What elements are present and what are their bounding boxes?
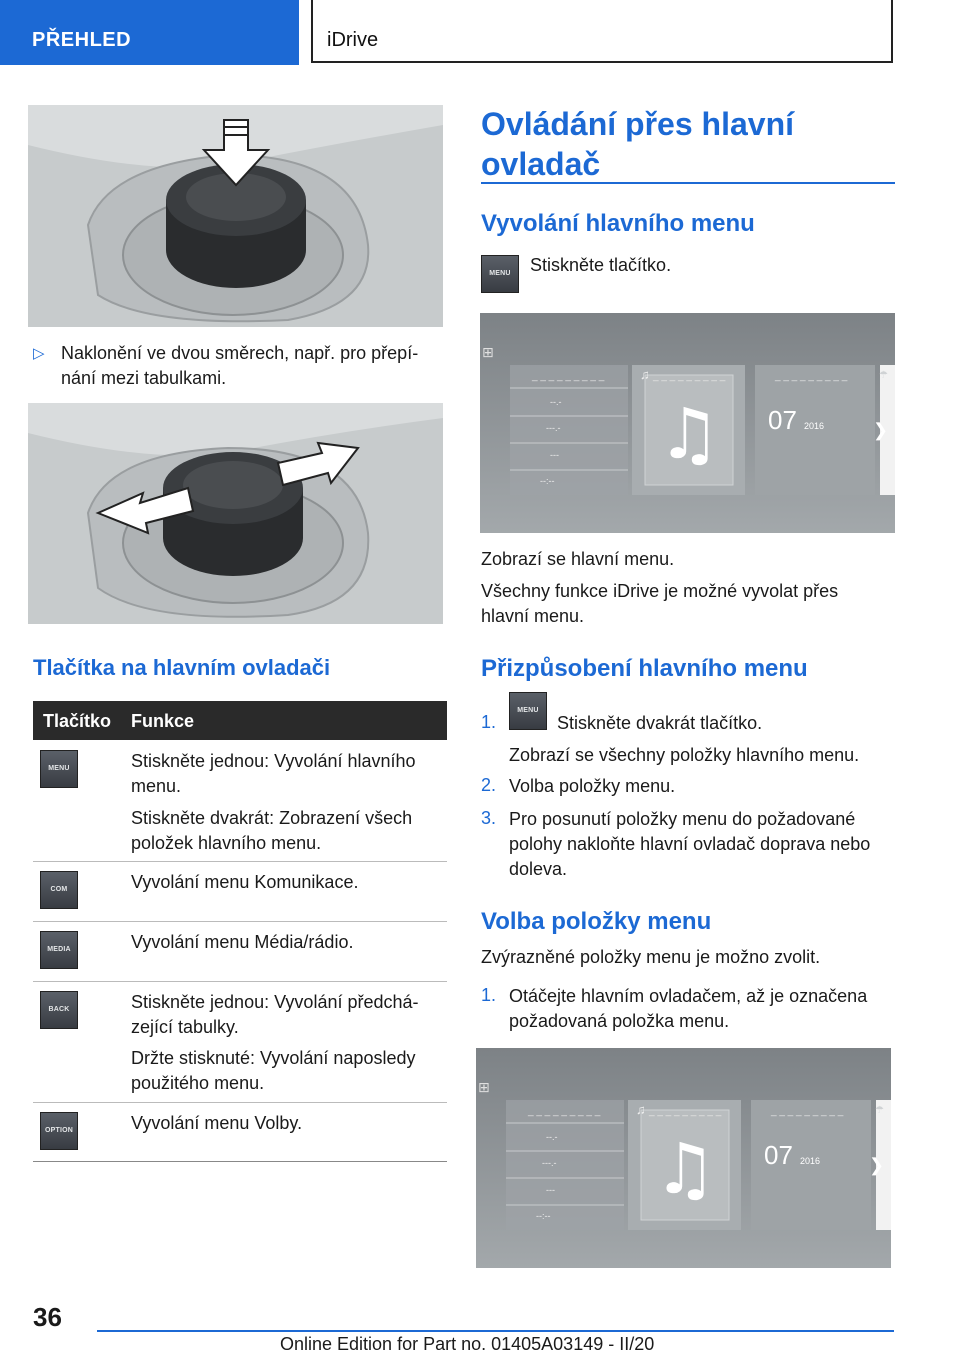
table-cell: Vyvolání menu Komunikace.	[131, 872, 359, 892]
table-cell: Vyvolání menu Volby.	[131, 1113, 303, 1133]
page-number: 36	[33, 1302, 62, 1332]
table-cell: menu.	[131, 776, 182, 796]
bullet-text-line1: Naklonění ve dvou směrech, např. pro pře…	[61, 343, 419, 363]
table-header: Tlačítko Funkce	[33, 701, 447, 740]
chapter-tab: iDrive	[311, 0, 893, 63]
table-cell: zející tabulky.	[131, 1017, 239, 1037]
idrive-main-menu-screen: ♫ ⊞ ☂ _ _ _ _ _ _ _ _ _ ♫ _ _ _ _ _ _ _ …	[480, 313, 895, 533]
chapter-title: iDrive	[327, 29, 379, 51]
footer-edition: Online Edition for Part no. 01405A03149 …	[280, 1334, 655, 1354]
screen-tab2-label: _ _ _ _ _ _ _ _ _	[649, 1106, 722, 1117]
music-note-icon: ♫	[640, 367, 650, 382]
section-heading-select: Volba položky menu	[481, 908, 712, 935]
screen-value4: --:--	[536, 1211, 551, 1221]
paragraph: hlavní menu.	[481, 606, 585, 626]
controller-tilt-illustration	[28, 403, 443, 624]
table-cell: Držte stisknuté: Vyvolání naposledy	[131, 1048, 416, 1068]
menu-button-icon: MENU	[509, 692, 547, 730]
table-cell: Stiskněte jednou: Vyvolání hlavního	[131, 751, 416, 771]
row-divider	[33, 921, 447, 922]
step-subtext: Zobrazí se všechny položky hlavního menu…	[509, 745, 860, 765]
screen-value2: ---.-	[542, 1158, 557, 1168]
table-col-button: Tlačítko	[43, 711, 112, 731]
page-title-line2: ovladač	[481, 146, 601, 182]
screen-tab1-label: _ _ _ _ _ _ _ _ _	[532, 371, 605, 382]
svg-text:☂: ☂	[875, 1105, 884, 1116]
screen-value3: ---	[546, 1185, 555, 1195]
paragraph: Zvýrazněné položky menu je možno zvolit.	[481, 947, 821, 967]
section-tab: PŘEHLED	[0, 0, 299, 65]
section-heading-main-menu: Vyvolání hlavního menu	[481, 210, 755, 237]
title-rule	[481, 182, 895, 184]
menu-button-icon: MENU	[40, 750, 78, 788]
screen-tab3-label: _ _ _ _ _ _ _ _ _	[775, 371, 848, 382]
svg-text:☂: ☂	[879, 370, 888, 381]
row-divider	[33, 861, 447, 862]
option-button-icon: OPTION	[40, 1112, 78, 1150]
row-divider	[33, 1102, 447, 1103]
step-number: 1.	[481, 712, 497, 732]
screen-value1: --.-	[550, 397, 562, 407]
step-text: doleva.	[509, 859, 568, 879]
step-number: 3.	[481, 808, 497, 828]
step-text: Volba položky menu.	[509, 776, 676, 796]
svg-text:♫: ♫	[654, 1128, 717, 1210]
section-title: PŘEHLED	[32, 29, 132, 51]
page-title-line1: Ovládání přes hlavní	[481, 106, 794, 142]
com-button-icon: COM	[40, 871, 78, 909]
screen-value3: ---	[550, 450, 559, 460]
idrive-main-menu-screen-2: ♫ ⊞ ☂ _ _ _ _ _ _ _ _ _ ♫ _ _ _ _ _ _ _ …	[476, 1048, 891, 1268]
table-cell: Stiskněte dvakrát: Zobrazení všech	[131, 808, 413, 828]
section-heading-customize: Přizpůsobení hlavního menu	[481, 655, 808, 682]
menu-button-icon: MENU	[481, 255, 519, 293]
page-title: Ovládání přes hlavní ovladač	[481, 104, 896, 184]
bullet-text-line2: nání mezi tabulkami.	[61, 368, 227, 388]
music-note-icon: ♫	[636, 1102, 646, 1117]
step-number: 1.	[481, 985, 497, 1005]
step-text: Stiskněte dvakrát tlačítko.	[557, 713, 763, 733]
screen-tab2-label: _ _ _ _ _ _ _ _ _	[653, 371, 726, 382]
screen-date-year: 2016	[800, 1156, 821, 1166]
paragraph: Všechny funkce iDrive je možné vyvolat p…	[481, 581, 839, 601]
table-heading: Tlačítka na hlavním ovladači	[33, 655, 331, 680]
screen-value2: ---.-	[546, 423, 561, 433]
screen-tab3-label: _ _ _ _ _ _ _ _ _	[771, 1106, 844, 1117]
step-text: Pro posunutí položky menu do požadované	[509, 809, 856, 829]
table-col-function: Funkce	[131, 711, 195, 731]
screen-value1: --.-	[546, 1132, 558, 1142]
screen-value4: --:--	[540, 476, 555, 486]
media-button-icon: MEDIA	[40, 931, 78, 969]
controller-press-illustration	[28, 105, 443, 327]
instruction-text: Stiskněte tlačítko.	[530, 255, 672, 275]
svg-text:⊞: ⊞	[478, 1080, 490, 1096]
chevron-right-icon: ❯	[873, 420, 889, 440]
step-number: 2.	[481, 775, 497, 795]
svg-text:♫: ♫	[658, 393, 721, 475]
footer-rule	[97, 1330, 894, 1332]
screen-tab1-label: _ _ _ _ _ _ _ _ _	[528, 1106, 601, 1117]
screen-date-year: 2016	[804, 421, 825, 431]
screen-date-day: 07	[768, 405, 797, 435]
bullet-marker: ▷	[33, 345, 45, 362]
svg-text:⊞: ⊞	[482, 345, 494, 361]
table-cell: položek hlavního menu.	[131, 833, 322, 853]
step-text: požadovaná položka menu.	[509, 1011, 730, 1031]
row-divider	[33, 1161, 447, 1162]
row-divider	[33, 981, 447, 982]
table-cell: Vyvolání menu Média/rádio.	[131, 932, 354, 952]
step-text: polohy nakloňte hlavní ovladač doprava n…	[509, 834, 871, 854]
table-cell: Stiskněte jednou: Vyvolání předchá‐	[131, 992, 419, 1012]
paragraph: Zobrazí se hlavní menu.	[481, 549, 675, 569]
step-text: Otáčejte hlavním ovladačem, až je označe…	[509, 986, 868, 1006]
chevron-right-icon: ❯	[869, 1155, 885, 1175]
screen-date-day: 07	[764, 1140, 793, 1170]
table-cell: použitého menu.	[131, 1073, 265, 1093]
back-button-icon: BACK	[40, 991, 78, 1029]
